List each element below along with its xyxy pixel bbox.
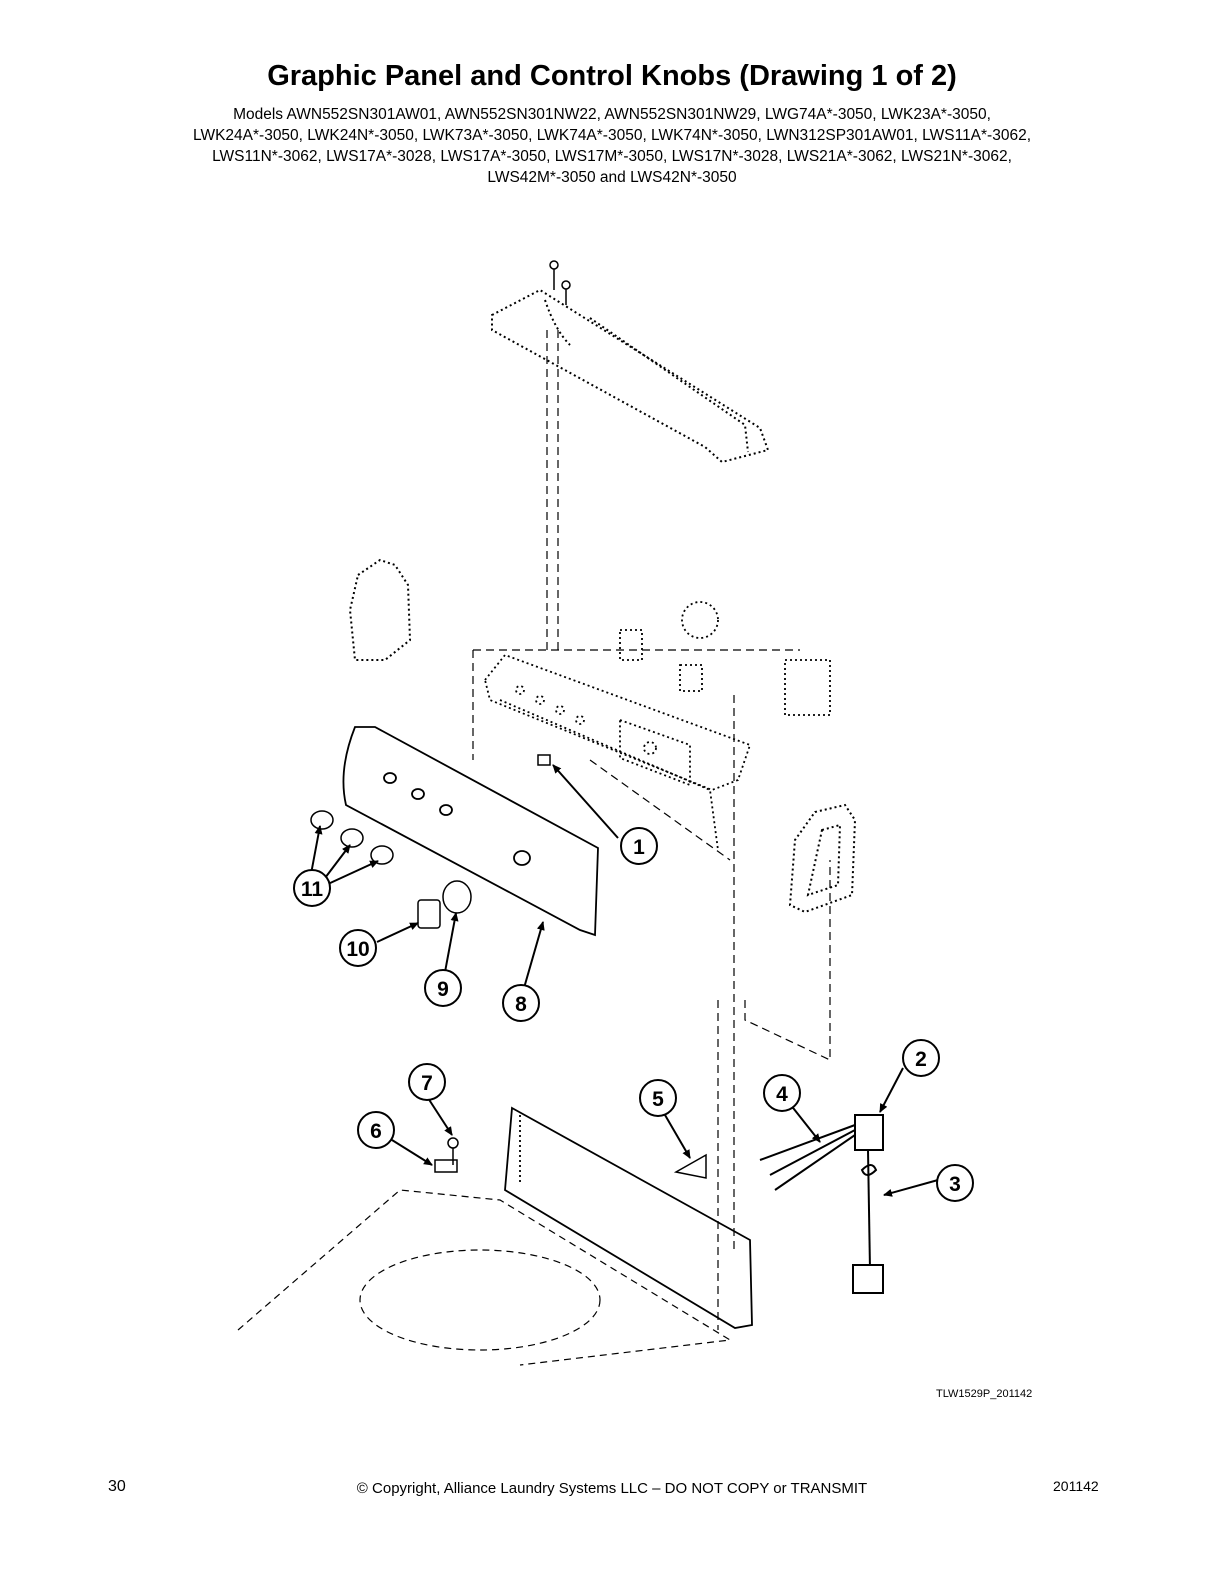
document-number: 201142 — [1053, 1478, 1099, 1494]
callout-9: 9 — [424, 969, 462, 1007]
screw-icon — [447, 1137, 459, 1165]
callout-label: 10 — [346, 938, 369, 961]
callout-label: 5 — [652, 1088, 664, 1111]
callout-11: 11 — [293, 869, 331, 907]
callout-label: 9 — [437, 978, 449, 1001]
callout-8: 8 — [502, 984, 540, 1022]
screw-icon — [549, 260, 571, 305]
callout-label: 8 — [515, 993, 527, 1016]
callout-10: 10 — [339, 929, 377, 967]
model-list-line: Models AWN552SN301AW01, AWN552SN301NW22,… — [233, 106, 991, 123]
callout-label: 3 — [949, 1173, 961, 1196]
callout-2: 2 — [902, 1039, 940, 1077]
clip-part — [537, 754, 551, 766]
callout-label: 11 — [301, 878, 324, 901]
callout-label: 4 — [776, 1083, 788, 1106]
drawing-id: TLW1529P_201142 — [936, 1388, 1033, 1400]
copyright-notice: © Copyright, Alliance Laundry Systems LL… — [356, 1480, 868, 1497]
cabinet-top — [237, 1189, 732, 1366]
model-list: Models AWN552SN301AW01, AWN552SN301NW22,… — [100, 104, 1124, 188]
warning-decal — [673, 1153, 707, 1179]
callout-6: 6 — [357, 1111, 395, 1149]
callout-7: 7 — [408, 1063, 446, 1101]
power-cord — [759, 1114, 884, 1294]
model-list-line: LWK24A*-3050, LWK24N*-3050, LWK73A*-3050… — [192, 127, 1032, 144]
right-end-cap — [788, 803, 857, 914]
timer-dial — [442, 880, 472, 914]
alignment-lines — [472, 330, 831, 1330]
timer-knob — [417, 899, 441, 929]
timer-component — [619, 601, 831, 716]
graphic-panel — [342, 726, 599, 937]
callout-1: 1 — [620, 827, 658, 865]
callout-label: 2 — [915, 1048, 927, 1071]
callout-3: 3 — [936, 1164, 974, 1202]
model-list-line: LWS11N*-3062, LWS17A*-3028, LWS17A*-3050… — [212, 148, 1012, 165]
callout-label: 6 — [370, 1120, 382, 1143]
callout-label: 1 — [633, 836, 645, 859]
bracket-part — [434, 1159, 458, 1173]
left-end-cap — [348, 558, 412, 661]
console-cover — [491, 288, 770, 464]
rear-panel — [504, 1106, 753, 1329]
page-number: 30 — [108, 1478, 126, 1495]
page-title: Graphic Panel and Control Knobs (Drawing… — [267, 60, 957, 92]
model-list-line: LWS42M*-3050 and LWS42N*-3050 — [487, 169, 737, 186]
callout-label: 7 — [421, 1072, 433, 1095]
callout-4: 4 — [763, 1074, 801, 1112]
callout-5: 5 — [639, 1079, 677, 1117]
control-console — [484, 653, 752, 851]
leader-arrows — [310, 764, 939, 1197]
